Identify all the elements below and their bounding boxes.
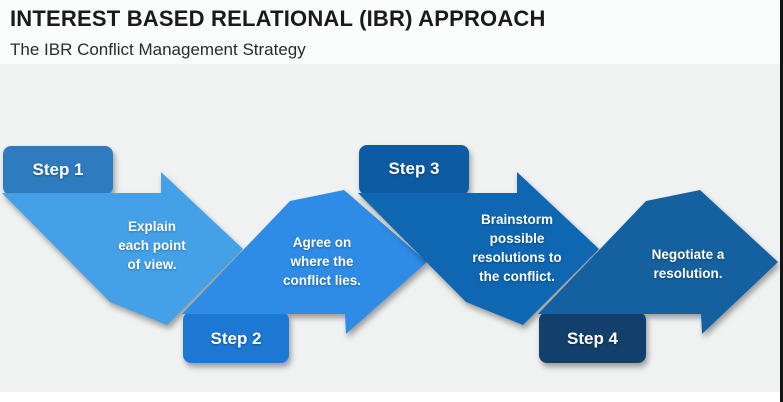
step2-tab-shape <box>183 312 289 363</box>
screenshot-right-border <box>780 0 783 402</box>
page-title: INTEREST BASED RELATIONAL (IBR) APPROACH <box>10 6 546 31</box>
step3-shape-group <box>358 145 599 325</box>
step1-arrow-shape <box>2 172 243 325</box>
step3-tab-shape <box>359 145 469 195</box>
title-band <box>0 0 783 64</box>
step2-shape-group <box>182 190 427 363</box>
step1-tab-shape <box>3 146 113 195</box>
bottom-margin <box>0 392 783 402</box>
page-subtitle: The IBR Conflict Management Strategy <box>10 40 306 59</box>
step4-arrow-shape <box>538 190 778 334</box>
step4-shape-group <box>538 190 778 363</box>
step2-arrow-shape <box>182 190 427 334</box>
step3-arrow-shape <box>358 172 599 325</box>
step4-tab-shape <box>539 312 646 363</box>
step1-shape-group <box>2 146 243 325</box>
